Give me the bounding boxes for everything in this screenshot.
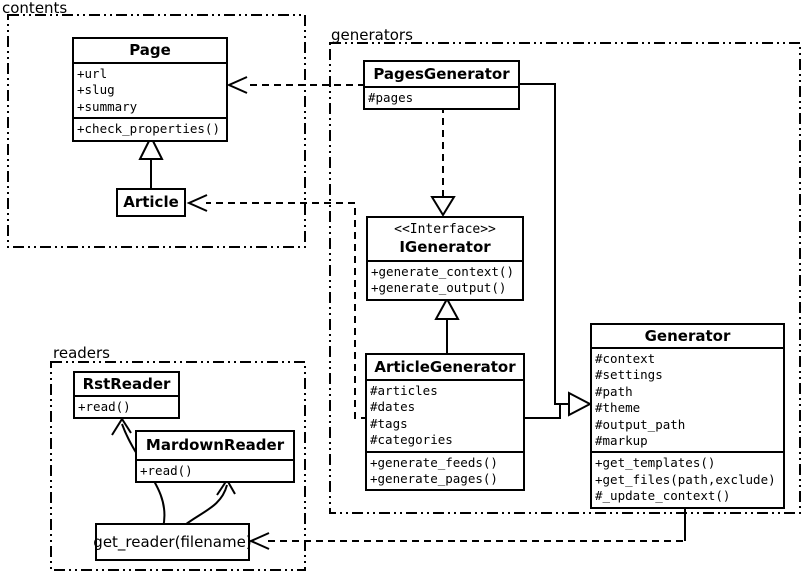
- attribute: #theme: [595, 400, 641, 416]
- method: +get_templates(): [595, 455, 716, 471]
- attribute: #dates: [370, 399, 416, 415]
- method: +read(): [140, 463, 193, 478]
- generalization-articlegenerator-igenerator: [434, 296, 460, 356]
- method: +generate_pages(): [370, 471, 498, 487]
- package-border-generators: [329, 42, 801, 514]
- arrow-getreader-mardownreader: [180, 478, 236, 529]
- class-generator: Generator #context #settings #path #them…: [590, 323, 785, 509]
- method: #_update_context(): [595, 488, 731, 504]
- class-title-rstreader: RstReader: [82, 375, 171, 393]
- method: +read(): [78, 399, 131, 414]
- dependency-pagesgenerator-page: [226, 76, 365, 94]
- methods-generator: +get_templates() +get_files(path,exclude…: [592, 451, 783, 506]
- method: +check_properties(): [77, 121, 220, 137]
- class-igenerator: <<Interface>> IGenerator +generate_conte…: [366, 216, 524, 301]
- package-label-generators: generators: [331, 26, 413, 44]
- attributes-pagesgenerator: #pages: [365, 86, 518, 108]
- class-title-page: Page: [129, 41, 171, 59]
- class-title-articlegenerator: ArticleGenerator: [374, 358, 516, 376]
- attribute: #context: [595, 351, 656, 366]
- methods-page: +check_properties(): [74, 117, 226, 139]
- class-title-article: Article: [123, 193, 179, 211]
- class-article: Article: [116, 188, 186, 217]
- method: +get_files(path,exclude): [595, 471, 776, 487]
- class-pagesgenerator: PagesGenerator #pages: [363, 60, 520, 111]
- class-articlegenerator: ArticleGenerator #articles #dates #tags …: [365, 353, 525, 492]
- attribute: #articles: [370, 383, 438, 398]
- attribute: #markup: [595, 433, 648, 449]
- attribute: #output_path: [595, 416, 686, 432]
- class-title-mardownreader: MardownReader: [145, 436, 285, 454]
- methods-articlegenerator: +generate_feeds() +generate_pages(): [367, 450, 523, 490]
- attribute: #settings: [595, 367, 663, 383]
- class-rstreader: RstReader +read(): [73, 371, 180, 420]
- package-border-contents: [7, 14, 306, 248]
- package-label-contents: contents: [2, 0, 68, 17]
- package-border-readers: [50, 361, 306, 571]
- attribute: +summary: [77, 98, 138, 114]
- attribute: #path: [595, 383, 633, 399]
- class-title-pagesgenerator: PagesGenerator: [373, 65, 510, 83]
- attribute: +slug: [77, 82, 115, 98]
- methods-mardownreader: +read(): [137, 459, 293, 481]
- attribute: #pages: [368, 90, 414, 105]
- attribute: +url: [77, 66, 108, 81]
- realization-pagesgenerator-igenerator: [430, 106, 456, 217]
- class-title-generator: Generator: [644, 327, 731, 345]
- method: +generate_output(): [371, 280, 507, 296]
- method: +generate_context(): [371, 264, 514, 279]
- class-title-igenerator: IGenerator: [399, 238, 491, 256]
- function-box-get-reader: get_reader(filename): [93, 523, 252, 561]
- method: +generate_feeds(): [370, 454, 498, 470]
- class-mardownreader: MardownReader +read(): [135, 430, 295, 484]
- stereotype-interface: <<Interface>>: [394, 222, 496, 237]
- attributes-generator: #context #settings #path #theme #output_…: [592, 347, 783, 451]
- attribute: #tags: [370, 415, 408, 431]
- methods-igenerator: +generate_context() +generate_output(): [368, 260, 522, 299]
- attributes-articlegenerator: #articles #dates #tags #categories: [367, 379, 523, 451]
- class-page: Page +url +slug +summary +check_properti…: [72, 37, 228, 142]
- methods-rstreader: +read(): [75, 395, 178, 417]
- attributes-page: +url +slug +summary: [74, 62, 226, 117]
- attribute: #categories: [370, 432, 453, 448]
- generalization-article-page: [138, 134, 164, 190]
- package-label-readers: readers: [53, 344, 110, 362]
- generalization-pagesgenerator-generator: [518, 83, 593, 417]
- dependency-articlegenerator-article: [186, 194, 368, 419]
- generalization-articlegenerator-generator: [523, 403, 561, 419]
